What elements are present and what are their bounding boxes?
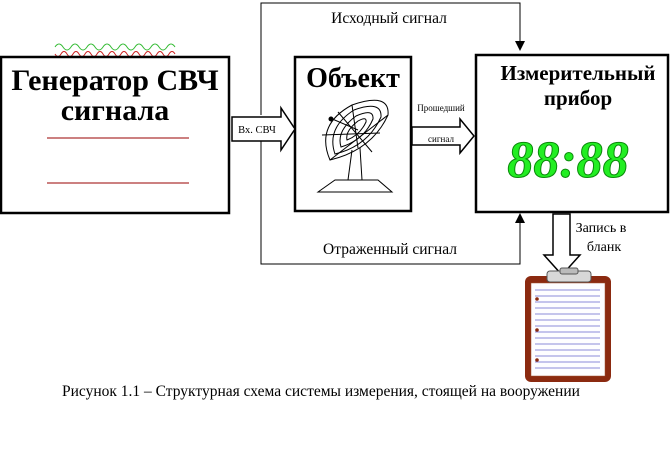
meter-title-line2: прибор [544,86,612,110]
record-label-line1: Запись в [576,221,627,236]
input-arrow [231,105,296,153]
source-signal-line [260,2,525,115]
meter-title-line1: Измерительный [501,61,656,85]
passed-arrow [411,116,475,156]
generator-title-line2: сигнала [61,94,170,127]
reflected-signal-label: Отраженный сигнал [323,241,457,258]
satellite-dish-icon [316,99,394,193]
generator-title-line1: Генератор СВЧ [11,64,218,97]
passed-arrow-label-line2: сигнал [428,134,454,144]
meter-block: Измерительный прибор 88:88 [474,53,670,214]
record-arrow [542,213,582,277]
reflected-signal-line [260,141,525,265]
meter-digital-display: 88:88 [507,132,628,189]
green-wave-icon [54,43,176,51]
input-arrow-label: Вх. СВЧ [238,125,276,136]
object-block: Объект [293,55,413,213]
passed-arrow-label-line1: Прошедший [417,103,465,113]
clipboard-icon [525,267,611,382]
generator-block: Генератор СВЧ сигнала [0,55,231,215]
figure-caption: Рисунок 1.1 – Структурная схема системы … [62,383,580,400]
record-label-line2: бланк [587,240,621,255]
source-signal-label: Исходный сигнал [331,10,447,27]
object-title: Объект [306,63,400,94]
